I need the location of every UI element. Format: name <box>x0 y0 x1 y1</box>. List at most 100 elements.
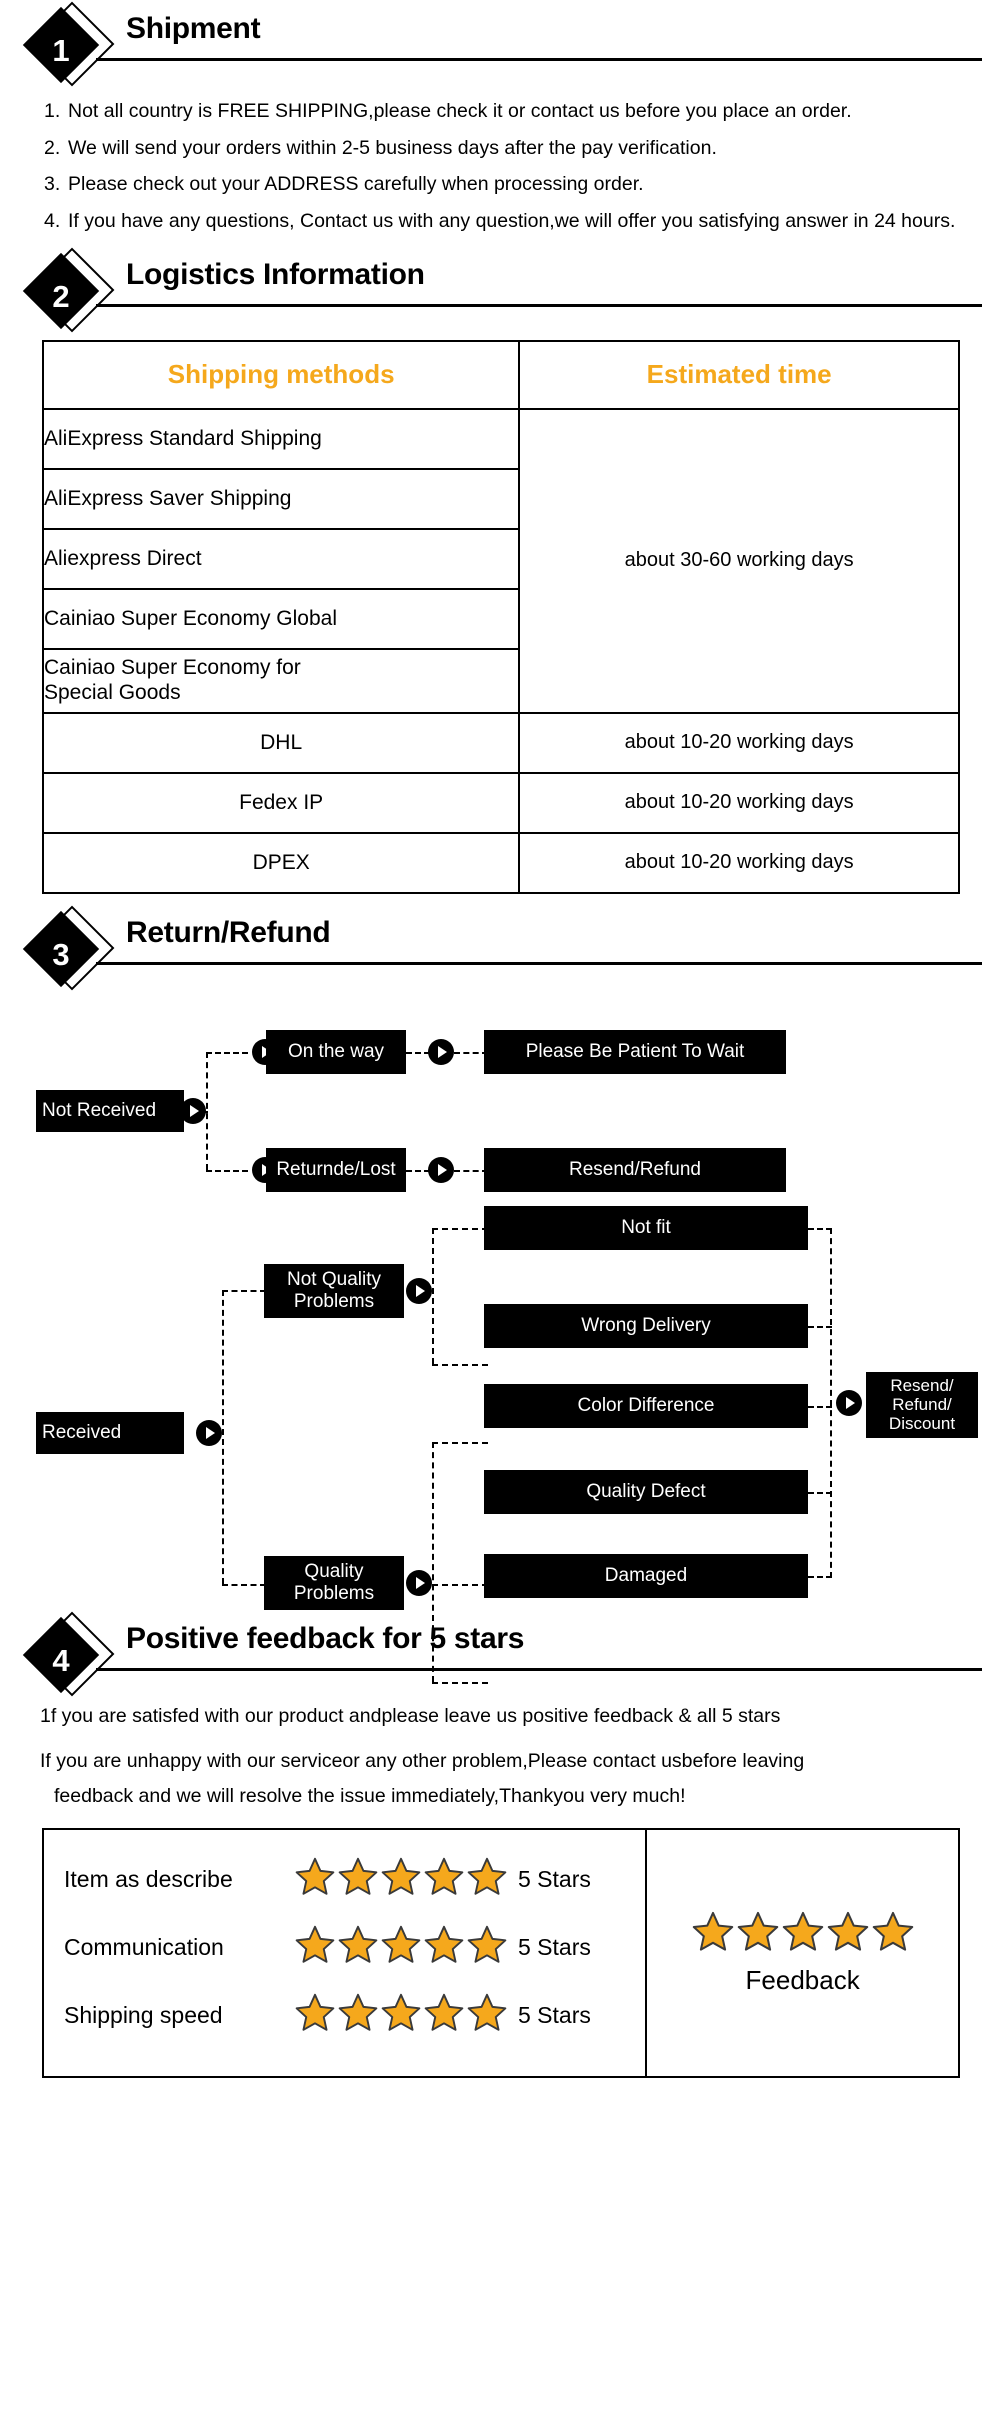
star-icon <box>337 1992 379 2039</box>
flow-node-received: Received <box>36 1411 184 1454</box>
flow-connector <box>432 1681 488 1684</box>
list-item: 4. If you have any questions, Contact us… <box>44 208 974 236</box>
list-item-index: 3. <box>44 173 61 196</box>
flow-arrow-icon <box>406 1277 432 1304</box>
star-icon <box>871 1910 915 1959</box>
flow-node-not-fit: Not fit <box>484 1205 808 1250</box>
cell-method: Cainiao Super Economy Global <box>41 587 521 650</box>
section-number-badge-1: 1 <box>22 1 115 87</box>
shipment-list: 1. Not all country is FREE SHIPPING,plea… <box>18 98 982 236</box>
flow-connector <box>432 1227 488 1230</box>
star-icon <box>294 1992 336 2039</box>
star-icon <box>423 1924 465 1971</box>
page-title-logistics: Logistics Information <box>126 257 425 291</box>
rating-rows: Item as describe 5 Stars Communication <box>44 1829 648 2076</box>
logistics-table: Shipping methods Estimated time AliExpre… <box>41 339 960 894</box>
page-title-shipment: Shipment <box>126 12 261 45</box>
header-divider <box>96 303 982 307</box>
feedback-paragraph-2: If you are unhappy with our serviceor an… <box>40 1750 805 1772</box>
flow-connector <box>808 1325 832 1328</box>
section-header-logistics: 2 Logistics Information <box>18 247 982 338</box>
feedback-paragraph-3: feedback and we will resolve the issue i… <box>54 1785 686 1808</box>
table-row: AliExpress Standard Shipping about 30-60… <box>41 407 960 714</box>
feedback-label: Feedback <box>745 1964 860 1995</box>
flow-connector <box>222 1583 266 1586</box>
list-item-text: Not all country is FREE SHIPPING,please … <box>68 100 852 122</box>
flow-node-not-quality-problems: Not Quality Problems <box>264 1263 404 1318</box>
star-icon <box>337 1856 379 1903</box>
star-icon <box>781 1910 825 1959</box>
cell-method: AliExpress Saver Shipping <box>41 467 521 530</box>
cell-method: Fedex IP <box>41 771 521 834</box>
flow-node-wrong-delivery: Wrong Delivery <box>484 1303 808 1348</box>
header-divider <box>96 58 982 61</box>
flow-node-not-received: Not Received <box>36 1089 184 1132</box>
section-number-1: 1 <box>52 33 70 68</box>
table-row: DPEX about 10-20 working days <box>41 831 960 894</box>
flow-connector <box>432 1441 488 1444</box>
flow-connector <box>808 1575 832 1578</box>
section-number-3: 3 <box>52 936 70 972</box>
star-rating <box>294 1992 508 2039</box>
list-item: 3. Please check out your ADDRESS careful… <box>44 171 974 199</box>
flow-node-color-difference: Color Difference <box>484 1383 808 1428</box>
section-number-badge-3: 3 <box>22 905 115 991</box>
rating-count: 5 Stars <box>518 2002 591 2028</box>
flow-node-final-resolution: Resend/ Refund/ Discount <box>866 1371 978 1438</box>
flow-connector <box>206 1051 248 1054</box>
list-item-text: If you have any questions, Contact us wi… <box>68 210 956 233</box>
flow-connector <box>454 1169 488 1172</box>
rating-label: Item as describe <box>64 1866 233 1892</box>
list-item-index: 1. <box>44 100 61 122</box>
star-icon <box>466 1992 508 2039</box>
flow-arrow-icon <box>196 1419 222 1446</box>
flow-node-please-wait: Please Be Patient To Wait <box>484 1029 786 1074</box>
rating-row: Shipping speed 5 Stars <box>64 1982 645 2050</box>
cell-method: DPEX <box>41 831 521 894</box>
flow-node-on-the-way: On the way <box>266 1029 406 1074</box>
table-row: Aliexpress Direct <box>41 527 959 590</box>
list-item-text: We will send your orders within 2-5 busi… <box>68 136 717 159</box>
cell-method: AliExpress Standard Shipping <box>41 407 521 470</box>
star-icon <box>294 1924 336 1971</box>
flow-node-damaged: Damaged <box>484 1553 808 1598</box>
section-header-return: 3 Return/Refund <box>18 905 982 996</box>
header-divider <box>96 961 982 965</box>
flow-arrow-icon <box>428 1038 454 1065</box>
cell-method: Cainiao Super Economy for Special Goods <box>41 647 521 714</box>
star-icon <box>423 1856 465 1903</box>
flow-connector <box>808 1405 832 1408</box>
flow-node-quality-defect: Quality Defect <box>484 1469 808 1514</box>
flow-connector <box>406 1051 430 1054</box>
star-icon <box>466 1924 508 1971</box>
flow-connector <box>432 1441 434 1682</box>
flow-connector <box>222 1289 224 1584</box>
star-icon <box>380 1992 422 2039</box>
star-icon <box>380 1924 422 1971</box>
star-rating <box>294 1924 508 1971</box>
rating-label: Communication <box>64 1934 224 1960</box>
section-header-shipment: 1 Shipment <box>18 1 982 92</box>
rating-row: Communication 5 Stars <box>64 1914 645 1982</box>
return-refund-flowchart: Not Received On the way Please Be Patien… <box>18 1006 982 1684</box>
section-number-2: 2 <box>52 278 70 314</box>
star-icon <box>423 1992 465 2039</box>
star-icon <box>466 1856 508 1903</box>
section-number-badge-2: 2 <box>22 247 115 333</box>
page-title-return: Return/Refund <box>126 915 331 949</box>
star-rating <box>294 1856 508 1903</box>
flow-arrow-icon <box>406 1569 432 1596</box>
header-divider <box>96 1667 982 1671</box>
flow-arrow-icon <box>836 1389 862 1416</box>
table-row: Cainiao Super Economy for Special Goods <box>41 647 959 714</box>
cell-method: Aliexpress Direct <box>41 527 521 590</box>
section-header-feedback: 4 Positive feedback for 5 stars <box>18 1611 982 1702</box>
flow-connector <box>432 1363 488 1366</box>
flow-connector <box>222 1289 266 1292</box>
table-row: DHL about 10-20 working days <box>41 711 960 774</box>
cell-time-grouped: about 30-60 working days <box>518 407 960 714</box>
star-icon <box>826 1910 870 1959</box>
list-item: 2. We will send your orders within 2-5 b… <box>44 135 974 163</box>
flow-connector <box>432 1227 434 1364</box>
